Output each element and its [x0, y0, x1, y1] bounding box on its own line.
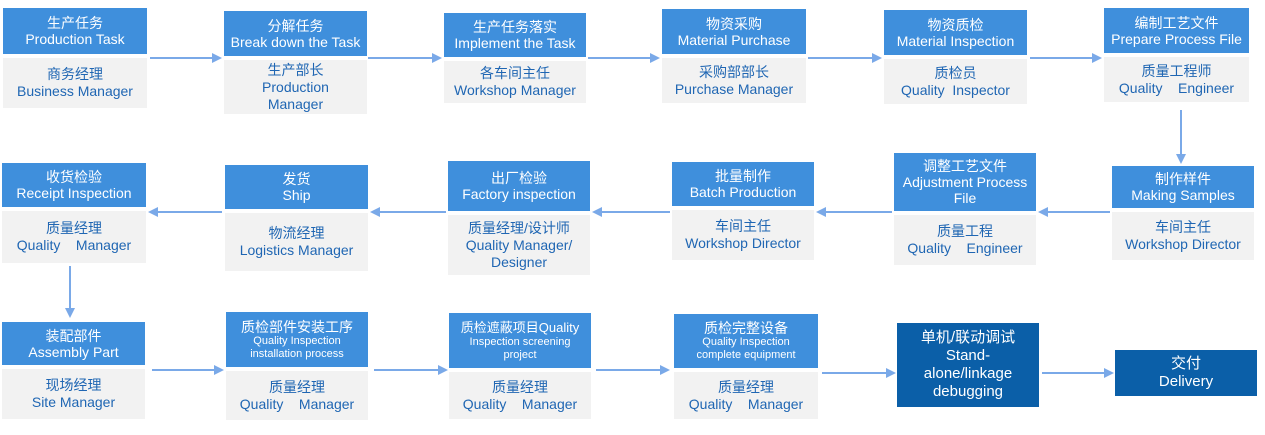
step-header: 编制工艺文件 Prepare Process File [1104, 8, 1249, 53]
step-role: 商务经理 Business Manager [3, 58, 147, 108]
step-role: 质量经理 Quality Manager [2, 211, 146, 263]
step-material-inspection: 物资质检 Material Inspection 质检员 Quality Ins… [884, 10, 1027, 104]
step-role: 质量工程 Quality Engineer [894, 215, 1036, 265]
step-role: 各车间主任 Workshop Manager [444, 61, 586, 103]
step-adjustment-process-file: 调整工艺文件 Adjustment Process File 质量工程 Qual… [894, 153, 1036, 265]
step-prepare-process-file: 编制工艺文件 Prepare Process File 质量工程师 Qualit… [1104, 8, 1249, 102]
step-role: 现场经理 Site Manager [2, 369, 145, 419]
step-material-purchase: 物资采购 Material Purchase 采购部部长 Purchase Ma… [662, 9, 806, 103]
step-qi-installation-process: 质检部件安装工序 Quality Inspection installation… [226, 312, 368, 420]
step-header: 质检遮蔽项目Quality Inspection screening proje… [449, 313, 591, 368]
step-header: 收货检验 Receipt Inspection [2, 163, 146, 207]
step-header: 质检完整设备 Quality Inspection complete equip… [674, 314, 818, 368]
step-header: 调整工艺文件 Adjustment Process File [894, 153, 1036, 211]
step-header: 批量制作 Batch Production [672, 162, 814, 206]
step-role: 质检员 Quality Inspector [884, 59, 1027, 104]
step-delivery: 交付 Delivery [1115, 350, 1257, 396]
step-qi-screening-project: 质检遮蔽项目Quality Inspection screening proje… [449, 313, 591, 419]
step-ship: 发货 Ship 物流经理 Logistics Manager [225, 165, 368, 271]
step-batch-production: 批量制作 Batch Production 车间主任 Workshop Dire… [672, 162, 814, 260]
step-header: 物资质检 Material Inspection [884, 10, 1027, 55]
step-header: 分解任务 Break down the Task [224, 11, 367, 56]
step-role: 车间主任 Workshop Director [1112, 212, 1254, 260]
step-header: 生产任务落实 Implement the Task [444, 13, 586, 57]
step-role: 物流经理 Logistics Manager [225, 213, 368, 271]
step-role: 生产部长 Production Manager [224, 60, 367, 114]
step-header: 装配部件 Assembly Part [2, 322, 145, 365]
step-implement-task: 生产任务落实 Implement the Task 各车间主任 Workshop… [444, 13, 586, 103]
step-break-down-task: 分解任务 Break down the Task 生产部长 Production… [224, 11, 367, 114]
step-assembly-part: 装配部件 Assembly Part 现场经理 Site Manager [2, 322, 145, 419]
step-debugging: 单机/联动调试 Stand-alone/linkage debugging [897, 323, 1039, 407]
step-role: 质量工程师 Quality Engineer [1104, 57, 1249, 102]
step-role: 质量经理 Quality Manager [674, 372, 818, 419]
step-receipt-inspection: 收货检验 Receipt Inspection 质量经理 Quality Man… [2, 163, 146, 263]
step-role: 采购部部长 Purchase Manager [662, 58, 806, 103]
step-header: 质检部件安装工序 Quality Inspection installation… [226, 312, 368, 367]
step-qi-complete-equipment: 质检完整设备 Quality Inspection complete equip… [674, 314, 818, 419]
step-production-task: 生产任务 Production Task 商务经理 Business Manag… [3, 8, 147, 108]
step-role: 质量经理 Quality Manager [449, 372, 591, 419]
step-header: 制作样件 Making Samples [1112, 166, 1254, 208]
step-header: 物资采购 Material Purchase [662, 9, 806, 54]
step-header: 生产任务 Production Task [3, 8, 147, 54]
step-making-samples: 制作样件 Making Samples 车间主任 Workshop Direct… [1112, 166, 1254, 260]
step-header: 出厂检验 Factory inspection [448, 161, 590, 211]
step-role: 质量经理/设计师 Quality Manager/ Designer [448, 215, 590, 275]
step-role: 质量经理 Quality Manager [226, 371, 368, 420]
step-role: 车间主任 Workshop Director [672, 210, 814, 260]
step-header: 发货 Ship [225, 165, 368, 209]
step-factory-inspection: 出厂检验 Factory inspection 质量经理/设计师 Quality… [448, 161, 590, 275]
